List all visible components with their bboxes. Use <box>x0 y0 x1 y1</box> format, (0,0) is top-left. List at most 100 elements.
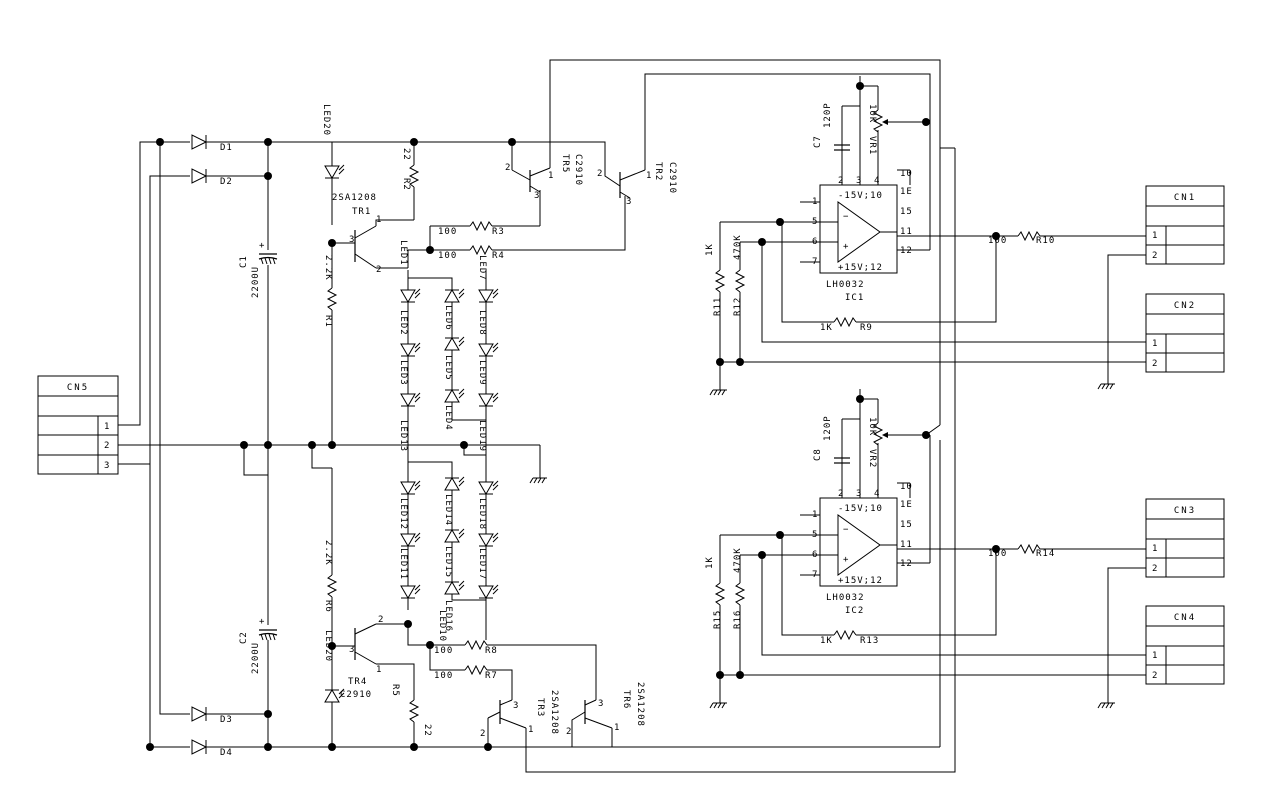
svg-text:C7: C7 <box>813 135 823 148</box>
d2-label: D2 <box>220 177 233 187</box>
svg-text:TR6: TR6 <box>621 690 631 709</box>
svg-text:-15V;10: -15V;10 <box>838 504 883 514</box>
resistor-r7 <box>464 665 488 675</box>
svg-text:−: − <box>843 212 849 222</box>
led-led19 <box>478 480 499 495</box>
cn2-pin-1: 1 <box>1152 339 1158 349</box>
led-led12 <box>400 532 421 547</box>
diode-d4 <box>191 739 207 755</box>
svg-text:10K: 10K <box>867 417 877 436</box>
resistor-r16 <box>735 582 745 606</box>
svg-text:2.2K: 2.2K <box>323 255 333 281</box>
svg-text:2: 2 <box>378 615 384 625</box>
svg-text:LED2: LED2 <box>398 310 408 336</box>
cn3-label: CN3 <box>1174 506 1196 516</box>
resistor-r12 <box>735 269 745 293</box>
tr1-part: 2SA1208 <box>332 193 377 203</box>
svg-text:R2: R2 <box>401 178 411 191</box>
svg-text:LED6: LED6 <box>443 305 453 331</box>
led-top-label: LED20 <box>321 104 331 136</box>
svg-text:3: 3 <box>856 176 862 186</box>
svg-text:+: + <box>259 617 265 627</box>
svg-text:22: 22 <box>422 724 432 737</box>
capacitor-c2 <box>258 629 278 641</box>
d1-label: D1 <box>220 143 233 153</box>
diode-d3 <box>191 706 207 722</box>
led-led11 <box>400 584 421 599</box>
svg-text:LH0032: LH0032 <box>826 280 865 290</box>
svg-text:R7: R7 <box>485 671 498 681</box>
diode-d1 <box>191 134 207 150</box>
power-section: D1 D2 D3 D4 + + C1 2200U C2 2200U <box>118 134 940 758</box>
led-led6 <box>444 288 465 303</box>
svg-text:1: 1 <box>528 725 534 735</box>
svg-text:IC2: IC2 <box>845 606 864 616</box>
svg-text:R8: R8 <box>485 646 498 656</box>
svg-text:6: 6 <box>812 550 818 560</box>
svg-text:C2910: C2910 <box>573 154 583 186</box>
led-led17 <box>478 584 499 599</box>
svg-text:+: + <box>843 555 849 565</box>
svg-text:LED14: LED14 <box>443 494 453 526</box>
connector-cn1: CN1 1 2 <box>1145 185 1225 265</box>
connector-cn2: CN2 1 2 <box>1145 293 1225 373</box>
cn3-pin-2: 2 <box>1152 564 1158 574</box>
connector-cn5: CN5 1 2 3 <box>37 375 119 475</box>
led-led7 <box>478 288 499 303</box>
svg-text:LED7: LED7 <box>477 255 487 281</box>
svg-text:LED4: LED4 <box>443 405 453 431</box>
cn5-label: CN5 <box>67 383 89 393</box>
svg-text:LED20: LED20 <box>323 630 333 662</box>
svg-text:15: 15 <box>900 520 913 530</box>
svg-text:IC1: IC1 <box>845 293 864 303</box>
svg-text:120P: 120P <box>823 415 833 441</box>
svg-text:LED18: LED18 <box>477 498 487 530</box>
svg-text:1: 1 <box>376 215 382 225</box>
svg-text:TR5: TR5 <box>560 154 570 173</box>
svg-text:100: 100 <box>438 251 457 261</box>
svg-text:5: 5 <box>812 530 818 540</box>
svg-text:12: 12 <box>900 559 913 569</box>
svg-text:1K: 1K <box>820 636 833 646</box>
svg-text:LED13: LED13 <box>398 420 408 452</box>
resistor-r8 <box>464 640 488 650</box>
lower-driver: 2.2K R6 2 1 3 TR4 C2910 LED20 R5 22 100 <box>323 440 956 773</box>
led-led8 <box>478 342 499 357</box>
svg-text:R16: R16 <box>733 610 743 629</box>
svg-text:LED8: LED8 <box>477 310 487 336</box>
resistor-r13 <box>833 630 857 640</box>
svg-text:R9: R9 <box>860 323 873 333</box>
op-amp-ic1: − + -15V;10 +15V;12 LH0032 IC1 1 5 6 7 1… <box>705 76 1146 440</box>
svg-text:C2910: C2910 <box>667 162 677 194</box>
cn3-pin-1: 1 <box>1152 544 1158 554</box>
svg-text:2SA1208: 2SA1208 <box>635 682 645 727</box>
svg-text:R5: R5 <box>390 684 400 697</box>
led-led3 <box>400 392 421 407</box>
svg-text:15: 15 <box>900 207 913 217</box>
led-led9 <box>478 392 499 407</box>
svg-text:11: 11 <box>900 227 913 237</box>
tr1-label: TR1 <box>352 207 371 217</box>
svg-text:LED9: LED9 <box>477 360 487 386</box>
svg-text:VR2: VR2 <box>867 449 877 468</box>
resistor-r9 <box>833 317 857 327</box>
svg-text:2: 2 <box>376 265 382 275</box>
svg-text:3: 3 <box>349 645 355 655</box>
resistor-r11 <box>715 269 725 293</box>
led-led18 <box>478 532 499 547</box>
svg-text:1E: 1E <box>900 187 913 197</box>
svg-text:LH0032: LH0032 <box>826 593 865 603</box>
svg-text:7: 7 <box>812 257 818 267</box>
svg-text:100: 100 <box>438 227 457 237</box>
svg-text:2: 2 <box>597 169 603 179</box>
svg-text:1E: 1E <box>900 500 913 510</box>
svg-text:1: 1 <box>548 171 554 181</box>
resistor-r15 <box>715 582 725 606</box>
svg-text:VR1: VR1 <box>867 136 877 155</box>
svg-text:100: 100 <box>434 671 453 681</box>
svg-text:3: 3 <box>626 197 632 207</box>
diode-d2 <box>191 168 207 184</box>
c2-label: C2 <box>239 631 249 644</box>
svg-text:LED1: LED1 <box>398 240 408 266</box>
